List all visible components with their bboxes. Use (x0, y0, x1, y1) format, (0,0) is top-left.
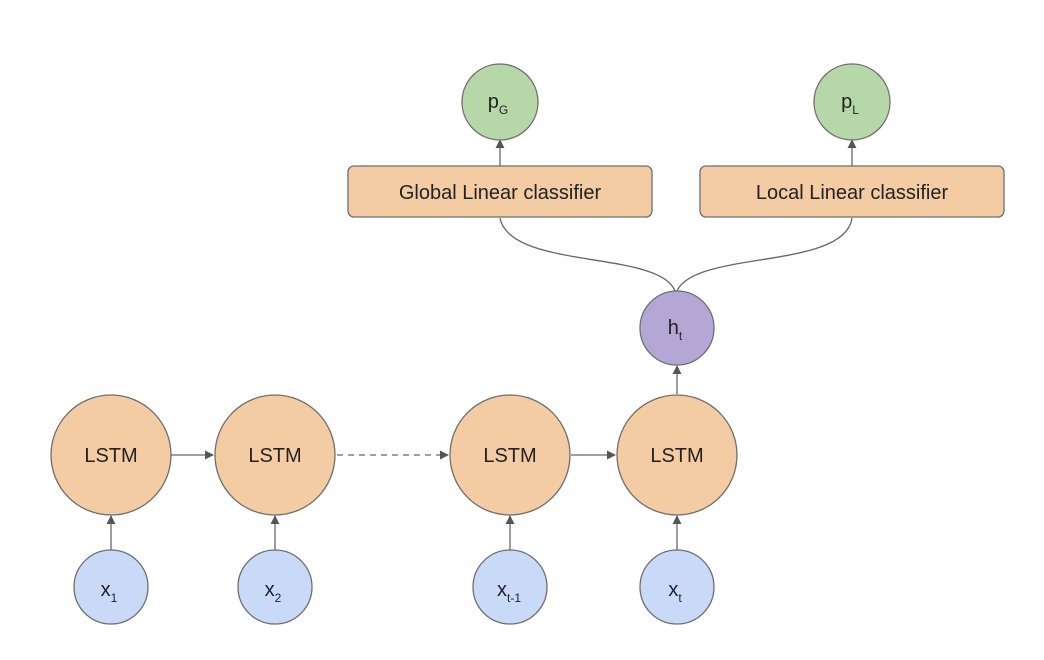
lstm-label: LSTM (650, 445, 703, 467)
input-base: x (265, 579, 275, 601)
svg-text:pG: pG (488, 91, 508, 117)
input-node-xt-1: xt-1 (472, 549, 548, 625)
lstm-cells: LSTM LSTM LSTM LSTM (50, 394, 738, 516)
input-nodes: x1 x2 xt-1 xt (73, 549, 715, 625)
svg-text:xt-1: xt-1 (497, 579, 521, 605)
connectors (106, 139, 857, 550)
output-node-pl: pL (813, 63, 891, 141)
global-linear-classifier: Global Linear classifier (347, 165, 653, 218)
hidden-base: h (668, 317, 679, 339)
input-node-x1: x1 (73, 549, 149, 625)
lstm-label: LSTM (483, 445, 536, 467)
lstm-cell-4: LSTM (616, 394, 738, 516)
input-node-x2: x2 (237, 549, 313, 625)
curve-ht-to-local-classifier (676, 217, 853, 292)
svg-text:x1: x1 (101, 579, 118, 605)
input-subscript: t-1 (507, 591, 521, 605)
global-classifier-label: Global Linear classifier (399, 182, 602, 204)
input-base: x (101, 579, 111, 601)
input-base: x (497, 579, 507, 601)
input-base: x (668, 579, 678, 601)
svg-text:xt: xt (668, 579, 682, 605)
input-subscript: t (678, 591, 682, 605)
hidden-state-node: ht (639, 290, 715, 366)
output-subscript: L (852, 103, 859, 117)
input-subscript: 2 (275, 591, 282, 605)
svg-text:pL: pL (841, 91, 859, 117)
lstm-cell-1: LSTM (50, 394, 172, 516)
lstm-label: LSTM (84, 445, 137, 467)
input-node-xt: xt (639, 549, 715, 625)
output-subscript: G (499, 103, 508, 117)
output-base: p (488, 91, 499, 113)
input-subscript: 1 (111, 591, 118, 605)
local-linear-classifier: Local Linear classifier (699, 165, 1005, 218)
output-base: p (841, 91, 852, 113)
svg-text:x2: x2 (265, 579, 282, 605)
lstm-cell-3: LSTM (449, 394, 571, 516)
lstm-label: LSTM (248, 445, 301, 467)
lstm-cell-2: LSTM (214, 394, 336, 516)
output-node-pg: pG (461, 63, 539, 141)
hidden-subscript: t (679, 329, 683, 343)
svg-text:ht: ht (668, 317, 683, 343)
local-classifier-label: Local Linear classifier (756, 182, 949, 204)
curve-ht-to-global-classifier (499, 217, 676, 292)
